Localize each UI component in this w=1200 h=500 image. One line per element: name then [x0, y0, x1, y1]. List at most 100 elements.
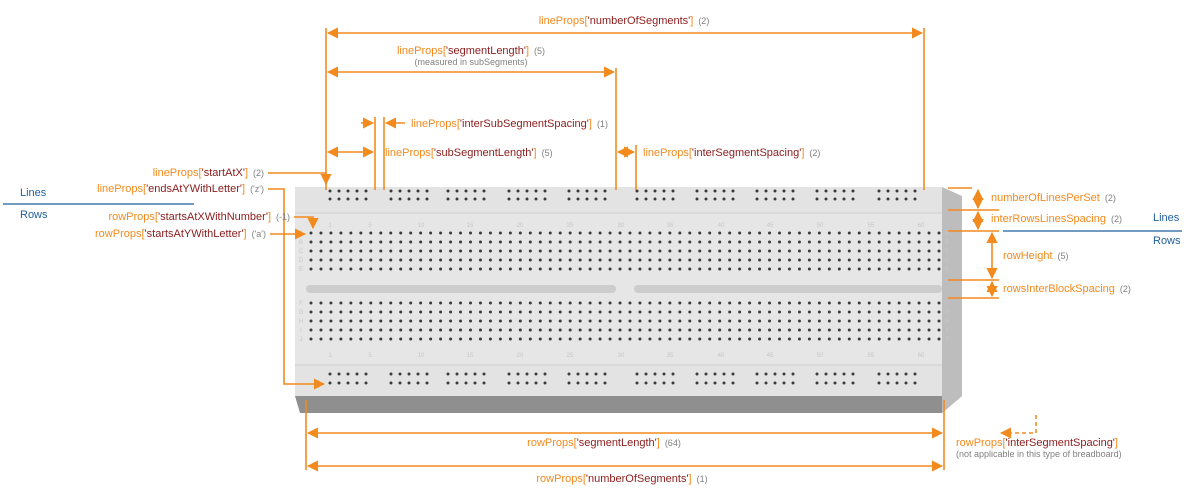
hole [399, 240, 403, 244]
hole [359, 310, 363, 314]
hole [847, 231, 851, 235]
rail-hole [455, 372, 459, 376]
rail-hole [389, 381, 393, 385]
hole [668, 231, 672, 235]
hole [907, 328, 911, 332]
rail-hole [764, 381, 768, 385]
hole [339, 267, 343, 271]
hole [658, 319, 662, 323]
hole [588, 328, 592, 332]
hole [439, 240, 443, 244]
hole [668, 258, 672, 262]
hole [668, 301, 672, 305]
hole [837, 319, 841, 323]
hole [807, 267, 811, 271]
hole [498, 258, 502, 262]
hole [538, 231, 542, 235]
hole [488, 258, 492, 262]
hole [758, 310, 762, 314]
hole [399, 310, 403, 314]
hole [847, 310, 851, 314]
hole [688, 258, 692, 262]
hole [718, 231, 722, 235]
rail-hole [346, 372, 350, 376]
rows-inter-block-spacing-label: rowsInterBlockSpacing(2) [1003, 283, 1131, 295]
hole [807, 337, 811, 341]
rail-hole [671, 381, 675, 385]
hole [917, 240, 921, 244]
rail-hole [791, 372, 795, 376]
rail-hole [704, 197, 708, 201]
rail-hole [507, 197, 511, 201]
hole [847, 301, 851, 305]
hole [399, 267, 403, 271]
hole [389, 258, 393, 262]
line-segment-length-note: (measured in subSegments) [414, 57, 527, 67]
rail-hole [389, 372, 393, 376]
hole [488, 231, 492, 235]
rail-hole [782, 197, 786, 201]
hole [518, 301, 522, 305]
hole [538, 319, 542, 323]
hole [708, 240, 712, 244]
hole [449, 319, 453, 323]
hole [887, 328, 891, 332]
rail-hole [543, 372, 547, 376]
rail-hole [473, 197, 477, 201]
hole [927, 337, 931, 341]
rail-hole [594, 372, 598, 376]
hole [309, 328, 313, 332]
hole [449, 258, 453, 262]
hole [738, 258, 742, 262]
hole [907, 249, 911, 253]
hole [778, 328, 782, 332]
line-inter-segment-spacing-label: lineProps['interSegmentSpacing'](2) [643, 147, 820, 159]
hole [389, 337, 393, 341]
hole [598, 337, 602, 341]
rail-hole [842, 189, 846, 193]
hole [578, 231, 582, 235]
hole [718, 310, 722, 314]
hole [807, 310, 811, 314]
hole [768, 319, 772, 323]
rail-hole [904, 197, 908, 201]
hole [937, 319, 941, 323]
row-letter: F [945, 301, 949, 307]
row-letter: D [299, 258, 304, 264]
board-bottom-face [295, 396, 962, 413]
hole [459, 301, 463, 305]
rail-hole [355, 381, 359, 385]
hole [568, 231, 572, 235]
hole [498, 267, 502, 271]
hole [409, 267, 413, 271]
hole [508, 310, 512, 314]
hole [329, 267, 333, 271]
hole [319, 301, 323, 305]
hole [478, 328, 482, 332]
rail-hole [328, 381, 332, 385]
row-letter: G [299, 310, 304, 316]
hole [389, 328, 393, 332]
hole [867, 231, 871, 235]
hole [319, 328, 323, 332]
hole [807, 249, 811, 253]
hole [758, 337, 762, 341]
hole [817, 267, 821, 271]
hole [827, 328, 831, 332]
hole [528, 319, 532, 323]
hole [778, 267, 782, 271]
rail-hole [603, 197, 607, 201]
line-start-at-x-label: lineProps['startAtX'](2) [153, 167, 264, 179]
hole [817, 249, 821, 253]
column-number: 1 [328, 223, 332, 229]
hole [488, 310, 492, 314]
hole [349, 231, 353, 235]
hole [698, 267, 702, 271]
hole [728, 240, 732, 244]
lines-section-label-right: Lines [1153, 212, 1180, 224]
column-number: 35 [667, 353, 674, 359]
rail-hole [464, 372, 468, 376]
hole [468, 328, 472, 332]
